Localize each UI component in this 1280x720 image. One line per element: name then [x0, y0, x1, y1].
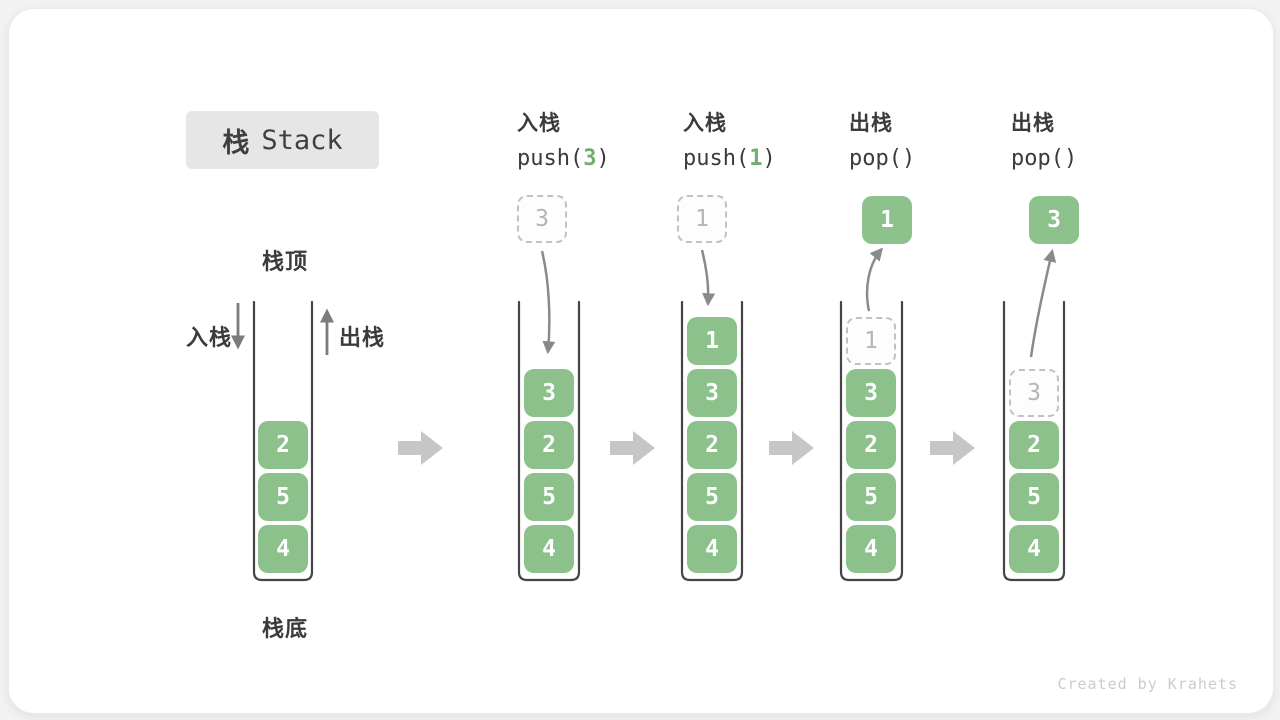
op-code-text: ) [901, 146, 916, 171]
op-label-code: push(1) [683, 146, 776, 171]
stack-item: 4 [524, 525, 574, 573]
op-code-text: push( [517, 146, 584, 171]
watermark: Created by Krahets [1057, 675, 1238, 693]
stack-item: 2 [524, 421, 574, 469]
stack-item: 4 [258, 525, 308, 573]
stack-item: 1 [687, 317, 737, 365]
floating-item-pop-3: 3 [1029, 196, 1079, 244]
stack-item: 5 [1009, 473, 1059, 521]
stack-item: 5 [258, 473, 308, 521]
title-en: Stack [261, 124, 343, 156]
op-label-code: push(3) [517, 146, 610, 171]
op-label-zh: 入栈 [683, 111, 727, 135]
stack-item: 5 [846, 473, 896, 521]
floating-item-pop-1: 1 [862, 196, 912, 244]
op-label-zh: 出栈 [849, 111, 893, 135]
stack-top-label: 栈顶 [261, 250, 308, 275]
op-code-arg: 3 [583, 146, 597, 171]
op-code-text: ) [1063, 146, 1078, 171]
pop-side-label: 出栈 [339, 326, 386, 351]
op-label-push-3: 入栈 push(3) [517, 107, 610, 171]
op-label-zh: 入栈 [517, 111, 561, 135]
op-code-text: ) [596, 146, 610, 171]
op-label-zh: 出栈 [1011, 111, 1055, 135]
stack-item-ghost: 3 [1009, 369, 1059, 417]
stack-item: 2 [258, 421, 308, 469]
push-side-label: 入栈 [185, 326, 232, 351]
stack-item: 2 [846, 421, 896, 469]
stack-item: 4 [846, 525, 896, 573]
title-box: 栈 Stack [186, 111, 379, 169]
stack-item-ghost: 1 [846, 317, 896, 365]
op-label-code: pop() [1011, 146, 1077, 171]
stack-item: 3 [687, 369, 737, 417]
stack-bottom-label: 栈底 [261, 617, 308, 642]
stack-item: 5 [524, 473, 574, 521]
stack-item: 5 [687, 473, 737, 521]
op-code-arg: 1 [749, 146, 763, 171]
floating-item-push-1: 1 [677, 195, 727, 243]
op-code-text: push( [683, 146, 750, 171]
op-label-pop-1: 出栈 pop() [849, 107, 915, 171]
op-code-text: pop( [849, 146, 902, 171]
op-code-text: ) [762, 146, 776, 171]
op-code-text: pop( [1011, 146, 1064, 171]
stack-item: 3 [846, 369, 896, 417]
stack-item: 2 [1009, 421, 1059, 469]
floating-item-push-3: 3 [517, 195, 567, 243]
op-label-push-1: 入栈 push(1) [683, 107, 776, 171]
stack-item: 3 [524, 369, 574, 417]
op-label-pop-3: 出栈 pop() [1011, 107, 1077, 171]
title-zh: 栈 [222, 127, 250, 159]
op-label-code: pop() [849, 146, 915, 171]
stack-item: 2 [687, 421, 737, 469]
stack-item: 4 [1009, 525, 1059, 573]
stack-item: 4 [687, 525, 737, 573]
